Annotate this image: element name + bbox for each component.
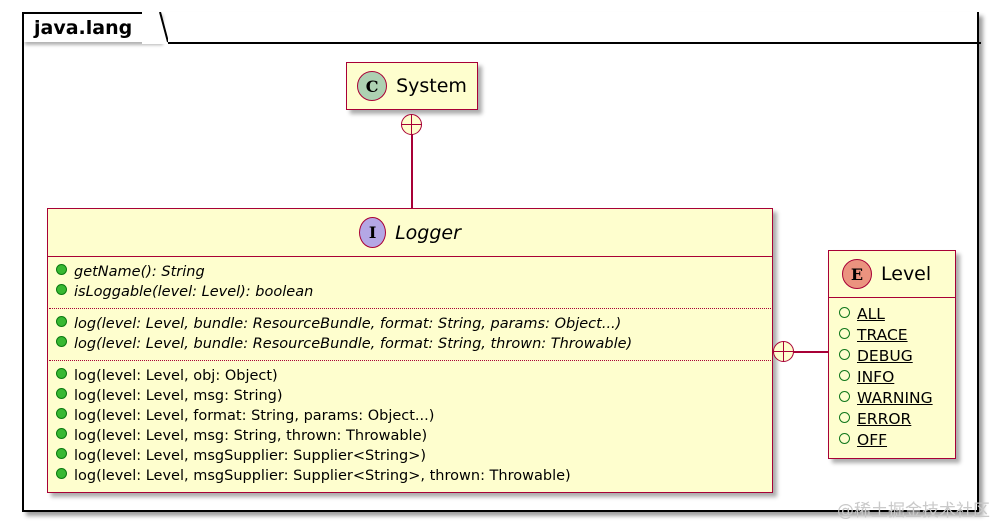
logger-compartment-1: getName(): String isLoggable(level: Leve… bbox=[48, 257, 772, 308]
compartment-divider-dotted bbox=[49, 308, 771, 309]
member-signature: log(level: Level, bundle: ResourceBundle… bbox=[74, 316, 622, 332]
member-row: getName(): String bbox=[56, 262, 764, 282]
class-box-logger[interactable]: I Logger getName(): String isLoggable(le… bbox=[47, 208, 773, 493]
class-title-system: C System bbox=[347, 63, 477, 109]
package-name-label: java.lang bbox=[34, 16, 133, 39]
visibility-public-icon bbox=[56, 448, 67, 459]
package-tab-slant bbox=[142, 12, 168, 44]
enum-stereotype-icon: E bbox=[842, 259, 872, 289]
interface-stereotype-icon: I bbox=[359, 217, 387, 248]
member-row: log(level: Level, msgSupplier: Supplier<… bbox=[56, 466, 764, 486]
class-name-logger: Logger bbox=[395, 221, 461, 244]
enum-constant-row: INFO bbox=[839, 367, 947, 388]
member-row: log(level: Level, bundle: ResourceBundle… bbox=[56, 334, 764, 354]
visibility-public-icon bbox=[839, 370, 850, 381]
class-box-system[interactable]: C System bbox=[346, 62, 478, 110]
enum-constant-label: ALL bbox=[857, 305, 885, 323]
member-row: log(level: Level, msgSupplier: Supplier<… bbox=[56, 446, 764, 466]
visibility-public-icon bbox=[56, 316, 67, 327]
member-signature: log(level: Level, obj: Object) bbox=[74, 368, 278, 384]
visibility-public-icon bbox=[56, 468, 67, 479]
enum-constant-row: TRACE bbox=[839, 325, 947, 346]
enum-constant-row: DEBUG bbox=[839, 346, 947, 367]
member-row: isLoggable(level: Level): boolean bbox=[56, 282, 764, 302]
enum-constant-row: ALL bbox=[839, 304, 947, 325]
member-row: log(level: Level, msg: String, thrown: T… bbox=[56, 426, 764, 446]
class-name-system: System bbox=[396, 75, 467, 97]
enum-title-level: E Level bbox=[829, 251, 955, 297]
link-system-logger bbox=[411, 120, 413, 209]
enum-constant-row: OFF bbox=[839, 430, 947, 451]
logger-compartment-3: log(level: Level, obj: Object) log(level… bbox=[48, 361, 772, 492]
enum-constant-label: TRACE bbox=[857, 326, 908, 344]
enum-box-level[interactable]: E Level ALL TRACE DEBUG INFO WA bbox=[828, 250, 956, 459]
compartment-divider bbox=[48, 256, 772, 257]
containment-icon-logger bbox=[773, 341, 794, 362]
enum-constant-row: ERROR bbox=[839, 409, 947, 430]
visibility-public-icon bbox=[839, 433, 850, 444]
visibility-public-icon bbox=[56, 284, 67, 295]
compartment-divider bbox=[829, 297, 955, 298]
visibility-public-icon bbox=[839, 412, 850, 423]
interface-title-logger: I Logger bbox=[48, 209, 772, 256]
visibility-public-icon bbox=[56, 428, 67, 439]
compartment-divider-dotted bbox=[49, 360, 771, 361]
visibility-public-icon bbox=[56, 408, 67, 419]
visibility-public-icon bbox=[839, 391, 850, 402]
visibility-public-icon bbox=[56, 388, 67, 399]
member-signature: log(level: Level, msg: String) bbox=[74, 388, 283, 404]
enum-constant-label: DEBUG bbox=[857, 347, 913, 365]
enum-constant-label: ERROR bbox=[857, 410, 912, 428]
member-row: log(level: Level, bundle: ResourceBundle… bbox=[56, 314, 764, 334]
logger-compartment-2: log(level: Level, bundle: ResourceBundle… bbox=[48, 309, 772, 360]
watermark-text: @稀土掘金技术社区 bbox=[837, 501, 990, 521]
member-signature: log(level: Level, msgSupplier: Supplier<… bbox=[74, 448, 427, 464]
enum-constant-label: OFF bbox=[857, 431, 888, 449]
enum-constant-label: WARNING bbox=[857, 389, 933, 407]
member-signature: log(level: Level, format: String, params… bbox=[74, 408, 435, 424]
enum-constant-row: WARNING bbox=[839, 388, 947, 409]
member-row: log(level: Level, obj: Object) bbox=[56, 366, 764, 386]
class-stereotype-icon: C bbox=[357, 71, 388, 101]
package-top-border bbox=[160, 42, 981, 44]
member-signature: log(level: Level, msg: String, thrown: T… bbox=[74, 428, 428, 444]
package-tab: java.lang bbox=[22, 12, 161, 42]
member-row: log(level: Level, format: String, params… bbox=[56, 406, 764, 426]
visibility-public-icon bbox=[839, 328, 850, 339]
enum-constant-label: INFO bbox=[857, 368, 895, 386]
class-name-level: Level bbox=[881, 263, 932, 285]
visibility-public-icon bbox=[839, 307, 850, 318]
visibility-public-icon bbox=[56, 264, 67, 275]
member-signature: log(level: Level, bundle: ResourceBundle… bbox=[74, 336, 633, 352]
visibility-public-icon bbox=[56, 336, 67, 347]
visibility-public-icon bbox=[56, 368, 67, 379]
level-compartment-1: ALL TRACE DEBUG INFO WARNING ERROR bbox=[829, 298, 955, 458]
containment-icon-system bbox=[401, 114, 422, 135]
member-signature: isLoggable(level: Level): boolean bbox=[74, 284, 314, 300]
member-row: log(level: Level, msg: String) bbox=[56, 386, 764, 406]
member-signature: log(level: Level, msgSupplier: Supplier<… bbox=[74, 468, 571, 484]
link-logger-level bbox=[773, 351, 829, 353]
visibility-public-icon bbox=[839, 349, 850, 360]
member-signature: getName(): String bbox=[74, 264, 205, 280]
